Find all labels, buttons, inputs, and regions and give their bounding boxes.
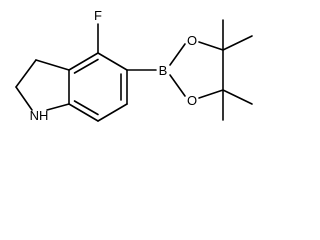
atom-labels: F B O O NH — [30, 8, 197, 123]
bond-double-c7-c7a — [73, 100, 99, 116]
structure-diagram: F B O O NH — [15, 8, 253, 123]
atom-label-boron: B — [159, 63, 168, 78]
atom-label-oxygen-bottom: O — [187, 93, 197, 108]
bond-ring-c6-c7 — [97, 103, 128, 122]
bond-b-o-bottom — [169, 74, 186, 97]
atom-label-oxygen-top: O — [187, 33, 197, 48]
bond-c3-c2 — [15, 59, 37, 88]
bond-double-c3a-c4 — [73, 58, 99, 74]
bond-c2-n1 — [15, 86, 33, 111]
bond-methyl-top-right — [222, 35, 253, 51]
bond-o-bottom-c — [198, 89, 224, 99]
bond-c3a-c3 — [35, 59, 70, 71]
bond-ring-c3a-c4 — [68, 52, 99, 71]
bond-methyl-bottom-right — [222, 89, 253, 105]
bond-ring-c4-c5 — [97, 52, 128, 71]
bonds — [15, 19, 253, 122]
molecule-canvas: F B O O NH — [15, 8, 253, 123]
bond-ring-c7-c7a — [68, 103, 99, 122]
atom-label-amine: NH — [30, 108, 49, 123]
bond-b-o-top — [169, 43, 186, 66]
atom-label-fluorine: F — [94, 8, 102, 23]
bond-n1-c7a — [46, 103, 70, 111]
bond-o-top-c — [198, 41, 224, 51]
